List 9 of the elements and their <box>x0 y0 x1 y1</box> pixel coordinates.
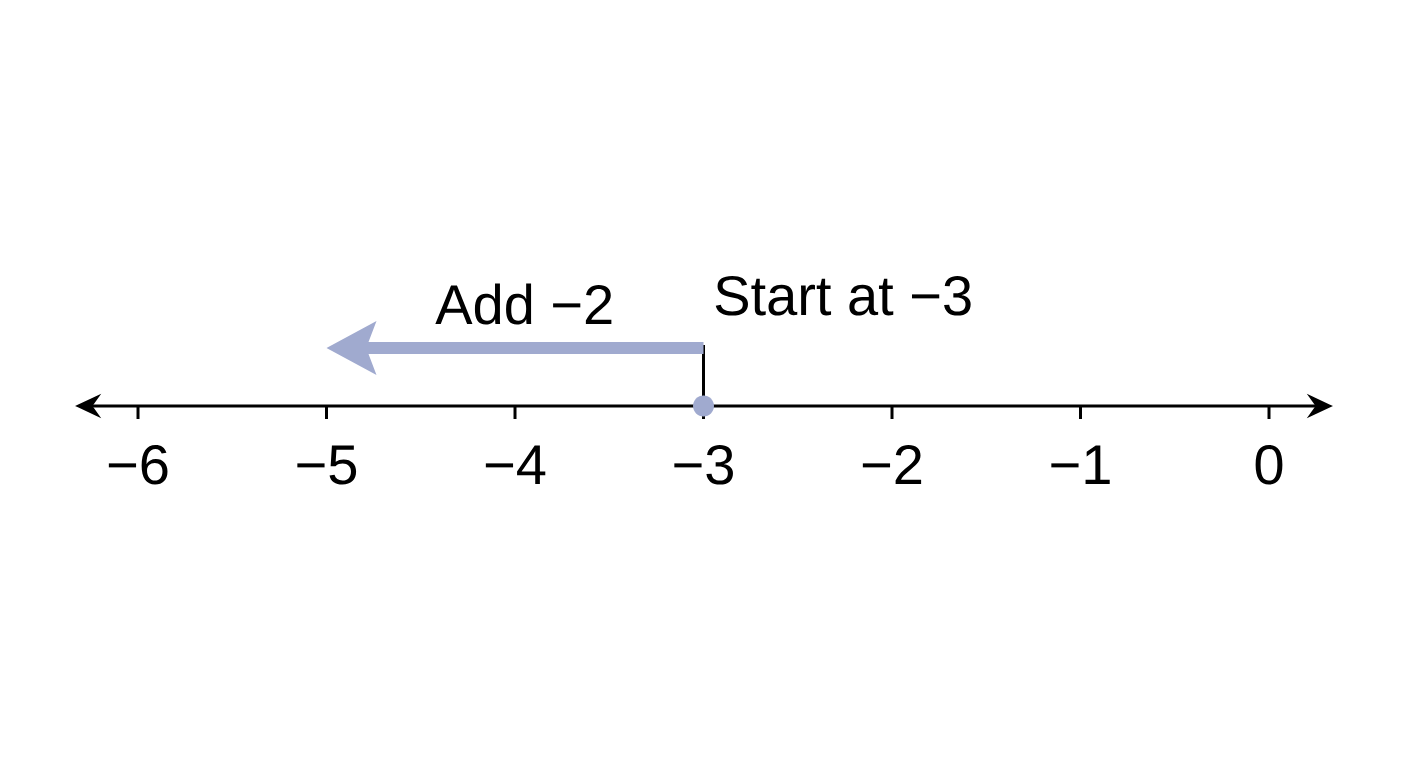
tick-label: −5 <box>297 445 357 485</box>
tick-label: 0 <box>1255 444 1283 485</box>
tick-label: −3 <box>674 444 733 485</box>
tick-label: −6 <box>108 444 168 485</box>
step-label: Add −2 <box>435 283 612 325</box>
start-label: Start at −3 <box>715 275 971 316</box>
tick-label: −4 <box>485 445 546 484</box>
tick-label: −1 <box>1051 445 1110 484</box>
tick-label: −2 <box>862 444 922 484</box>
